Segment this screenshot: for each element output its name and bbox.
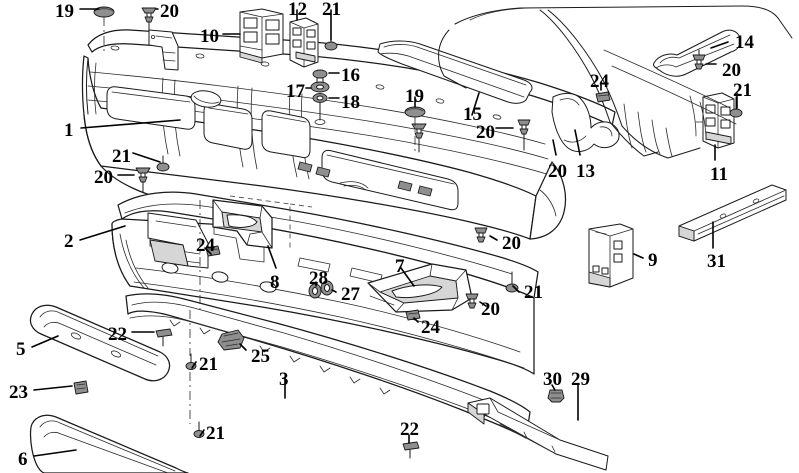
fastener-27 [320,280,334,296]
callout-label-21: 21 [206,423,225,444]
fastener-22-b [402,441,420,459]
callout-label-30: 30 [543,369,562,390]
fastener-20-g [465,293,479,309]
callout-label-21: 21 [322,0,341,20]
fastener-21-f [193,421,205,438]
fastener-30 [547,389,565,403]
fastener-24-c [405,309,421,321]
leader-lines [31,8,738,457]
callout-label-22: 22 [400,419,419,440]
callout-label-9: 9 [648,250,658,271]
fastener-18-nut [312,93,328,125]
fastener-20-d [517,119,531,151]
fastener-28 [308,283,322,299]
callout-label-24: 24 [590,71,609,92]
part-8-air-duct-left [212,199,273,249]
callout-label-20: 20 [502,233,521,254]
callout-label-19: 19 [405,86,424,107]
part-5-trim-strip-left [29,304,171,382]
callout-label-21: 21 [524,282,543,303]
fastener-23 [73,380,89,395]
fastener-19-b [404,106,426,118]
callout-label-5: 5 [16,339,26,360]
callout-label-21: 21 [199,354,218,375]
part-11-guide-bracket-right [695,92,735,149]
callout-label-20: 20 [481,299,500,320]
part-9-mounting-bracket [588,223,634,288]
fastener-21-d [505,271,519,293]
callout-label-3: 3 [279,369,289,390]
fastener-20-f [474,227,488,243]
vehicle-body-outline [438,5,793,159]
part-1-bumper-trim-panel [81,29,616,240]
part-31-reinforcement-beam [678,184,787,242]
part-29-impact-absorber-rail [467,397,609,471]
fastener-21-b [156,155,170,172]
callout-label-24: 24 [421,317,440,338]
callout-label-7: 7 [395,256,405,277]
callout-label-29: 29 [571,369,590,390]
callout-label-8: 8 [270,272,280,293]
part-15-upper-moulding-strip [377,40,533,104]
callout-label-23: 23 [9,382,28,403]
fastener-20-e [692,49,706,70]
part-7-air-duct-right [367,263,473,313]
callout-label-28: 28 [309,268,328,289]
fastener-17-washer [310,81,330,93]
part-12-guide-bracket-left [289,17,319,68]
callout-label-17: 17 [286,81,305,102]
callout-label-6: 6 [18,449,28,470]
fastener-20-a [141,7,157,31]
callout-label-21: 21 [112,146,131,167]
callout-label-20: 20 [548,161,567,182]
callout-label-20: 20 [94,167,113,188]
fastener-25 [217,329,245,351]
callout-label-16: 16 [341,65,360,86]
callout-label-27: 27 [341,284,360,305]
fastener-20-c [411,123,427,153]
fastener-21-e [185,353,197,370]
callout-label-25: 25 [251,346,270,367]
fastener-22-a [155,328,173,347]
fastener-21-c [729,96,743,118]
assembly-axes [103,17,416,424]
callout-label-31: 31 [707,251,726,272]
fasteners [73,6,743,459]
fastener-20-b [135,167,151,193]
callout-label-13: 13 [576,161,595,182]
part-14-side-trim-rail [653,29,741,77]
callout-label-20: 20 [722,60,741,81]
part-6-trim-strip-lower [29,414,189,473]
callout-label-11: 11 [710,164,728,185]
callout-label-19: 19 [55,1,74,22]
callout-label-24: 24 [196,235,215,256]
fastener-16-bolt [312,69,328,84]
callout-label-1: 1 [64,120,74,141]
callout-label-18: 18 [341,92,360,113]
fastener-24-a [595,91,611,103]
callout-label-20: 20 [160,1,179,22]
callout-label-15: 15 [463,104,482,125]
callout-label-22: 22 [108,324,127,345]
callout-label-10: 10 [200,26,219,47]
part-10-side-support-bracket [239,8,284,64]
callout-label-12: 12 [288,0,307,20]
callout-label-20: 20 [476,122,495,143]
part-13-fender-filler-piece [551,92,620,152]
callout-label-14: 14 [735,32,754,53]
callout-label-2: 2 [64,231,74,252]
callout-label-21: 21 [733,80,752,101]
